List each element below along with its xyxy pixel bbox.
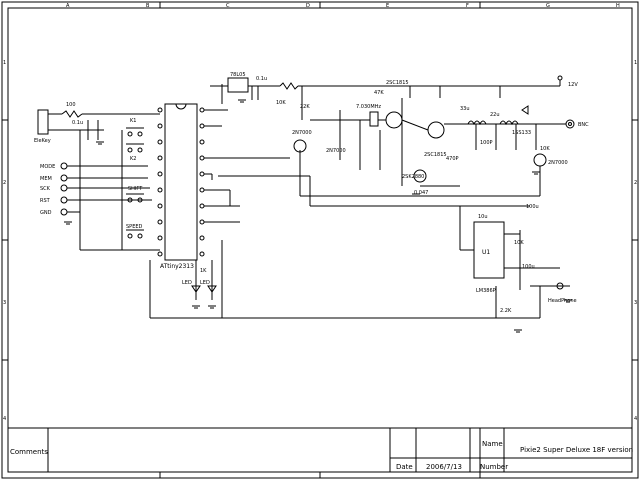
c-label: 10u: [478, 214, 488, 220]
ldo-label: 78L05: [230, 72, 246, 78]
row-label: 3: [3, 300, 6, 306]
bnc-label: BNC: [578, 122, 589, 128]
row-label: 1: [634, 60, 637, 66]
col-label: A: [66, 3, 70, 9]
col-label: G: [546, 3, 550, 9]
number-label: Number: [480, 463, 508, 471]
col-label: H: [616, 3, 620, 9]
ground-symbols: [64, 99, 572, 333]
c-label: 33u: [460, 106, 470, 112]
lm386-amplifier: U1 LM386P 100u 10K 100u HeadPhone 2.2K 1…: [459, 204, 577, 318]
transistor-label: 2SC1815: [386, 80, 409, 86]
date-value: 2006/7/13: [426, 463, 462, 471]
oscillator: 2SC1815 47K 7.030MHz 2N7000: [310, 80, 409, 170]
r22k2-label: 2.2K: [500, 308, 512, 314]
col-label: B: [146, 3, 150, 9]
lm386-label: LM386P: [476, 288, 496, 294]
diode-label: 1SS133: [512, 130, 531, 136]
elekey-jack: EleKey 100 0.1u: [34, 102, 160, 144]
elekey-label: EleKey: [34, 138, 51, 144]
c-label: 100u: [522, 264, 535, 270]
rst-label: RST: [40, 198, 51, 204]
row-label: 4: [3, 416, 6, 422]
transistor-label: 2SK2880: [402, 174, 424, 180]
c-label: 100u: [526, 204, 539, 210]
row-label: 2: [3, 180, 6, 186]
mem-label: MEM: [40, 176, 52, 182]
k1-label: K1: [130, 118, 136, 124]
led-label: LED: [182, 280, 192, 286]
col-label: F: [466, 3, 469, 9]
speed-label: SPEED: [126, 224, 143, 230]
mcu-chip: ATtiny2313: [157, 103, 205, 270]
title-block: Comments Name Date Number Pixie2 Super D…: [8, 427, 633, 472]
transistor-label: 2SC1815: [424, 152, 447, 158]
k2-label: K2: [130, 156, 136, 162]
c-label: 470P: [446, 156, 459, 162]
r10k-label: 10K: [276, 100, 286, 106]
sck-label: SCK: [40, 186, 51, 192]
shift-label: SHIFT: [128, 186, 143, 192]
fet-label: 2N7000: [292, 130, 312, 136]
u1-label: U1: [482, 249, 490, 256]
crystal-label: 7.030MHz: [356, 104, 381, 110]
r10k-label: 10K: [540, 146, 550, 152]
led-label: LED: [200, 280, 210, 286]
fet-label: 2N7000: [326, 148, 346, 154]
col-label: C: [226, 3, 230, 9]
headphone-label: HeadPhone: [548, 298, 577, 304]
vcc-label: 12V: [568, 82, 578, 88]
r100-label: 100: [66, 102, 76, 108]
inductor-label: 22u: [490, 112, 500, 118]
c-label: 100P: [480, 140, 493, 146]
r10k-label: 10K: [514, 240, 524, 246]
name-label: Name: [482, 440, 503, 448]
date-label: Date: [396, 463, 413, 471]
output-filter: 100P 22u 1SS133 BNC 10K: [444, 105, 589, 152]
row-label: 3: [634, 300, 637, 306]
leds: LED LED 1K: [149, 240, 540, 319]
r22k-label: 22K: [300, 104, 310, 110]
driver-stage: 2SC1815 0.047 2SK2880 33u 470P: [401, 98, 470, 196]
mcu-label: ATtiny2313: [160, 263, 194, 270]
receiver-switch: 2N7000 2N7000: [292, 130, 568, 197]
supply-rail: 12V: [302, 75, 578, 98]
r1k-label: 1K: [200, 268, 207, 274]
row-label: 1: [3, 60, 6, 66]
name-value: Pixie2 Super Deluxe 18F version: [520, 446, 633, 454]
gnd-label: GND: [40, 210, 52, 216]
key-switches: K1 K2 SHIFT SPEED: [79, 118, 160, 251]
c-label: 0.047: [414, 190, 428, 196]
r47k-label: 47K: [374, 90, 384, 96]
col-label: D: [306, 3, 310, 9]
c-label: 0.1u: [256, 76, 267, 82]
mode-label: MODE: [40, 164, 55, 170]
c-label: 0.1u: [72, 120, 83, 126]
row-label: 2: [634, 180, 637, 186]
fet-label: 2N7000: [548, 160, 568, 166]
inner-frame: [7, 7, 633, 473]
comments-label: Comments: [10, 448, 48, 456]
border-grid: A B C D E F G H 1 2 3 4 1 2 3 4: [2, 2, 638, 478]
row-label: 4: [634, 416, 637, 422]
mcu-wiring: [204, 84, 460, 223]
regulator-78l05: 78L05 0.1u 10K 22K: [210, 72, 310, 120]
col-label: E: [386, 3, 389, 9]
